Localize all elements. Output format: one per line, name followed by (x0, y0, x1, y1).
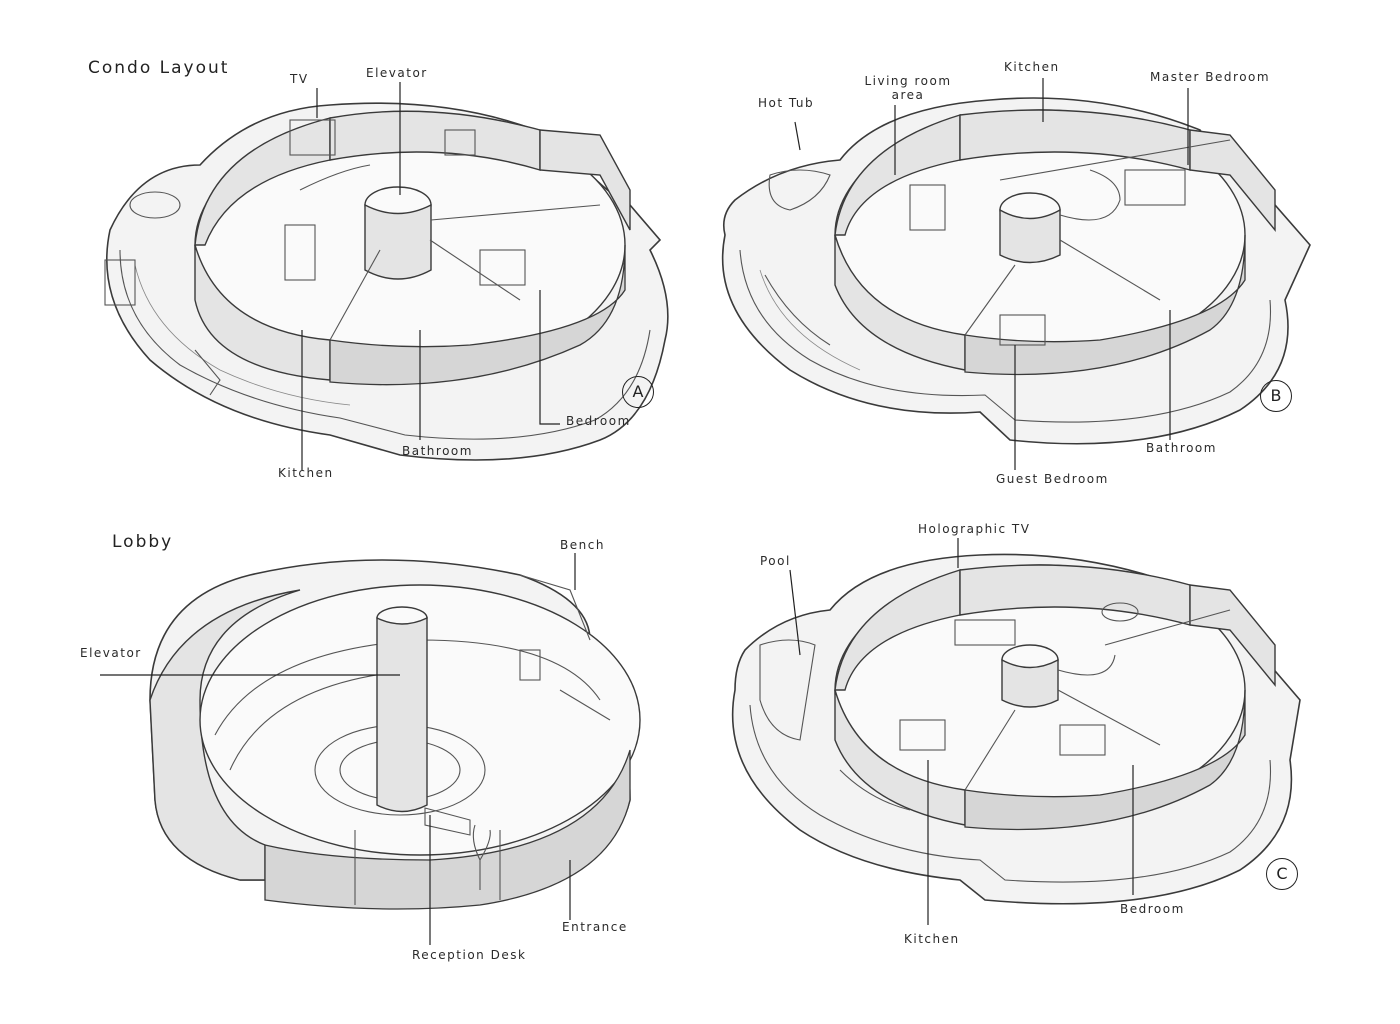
label-master-bedroom: Master Bedroom (1150, 70, 1271, 84)
label-guest-bedroom: Guest Bedroom (996, 472, 1109, 486)
lobby-drawing (149, 559, 641, 910)
badge-c: C (1266, 858, 1298, 890)
label-bedroom-c: Bedroom (1120, 902, 1185, 916)
condo-c-drawing (731, 553, 1301, 905)
label-holographic-tv: Holographic TV (918, 522, 1031, 536)
badge-b: B (1260, 380, 1292, 412)
label-kitchen-c: Kitchen (904, 932, 960, 946)
label-kitchen-a: Kitchen (278, 466, 334, 480)
label-living-room: Living room area (864, 74, 952, 102)
badge-a: A (622, 376, 654, 408)
label-pool: Pool (760, 554, 791, 568)
label-reception-desk: Reception Desk (412, 948, 527, 962)
condo-a-drawing (104, 102, 669, 461)
label-bedroom-a: Bedroom (566, 414, 631, 428)
label-kitchen-b: Kitchen (1004, 60, 1060, 74)
condo-layout-title: Condo Layout (88, 58, 230, 78)
label-entrance: Entrance (562, 920, 628, 934)
condo-b-drawing (721, 97, 1311, 445)
label-elevator-a: Elevator (366, 66, 428, 80)
label-tv: TV (290, 72, 309, 86)
lobby-title: Lobby (112, 532, 174, 552)
label-elevator-lobby: Elevator (80, 646, 142, 660)
label-hot-tub: Hot Tub (758, 96, 815, 110)
label-bathroom-a: Bathroom (402, 444, 473, 458)
label-bathroom-b: Bathroom (1146, 441, 1217, 455)
label-bench: Bench (560, 538, 605, 552)
